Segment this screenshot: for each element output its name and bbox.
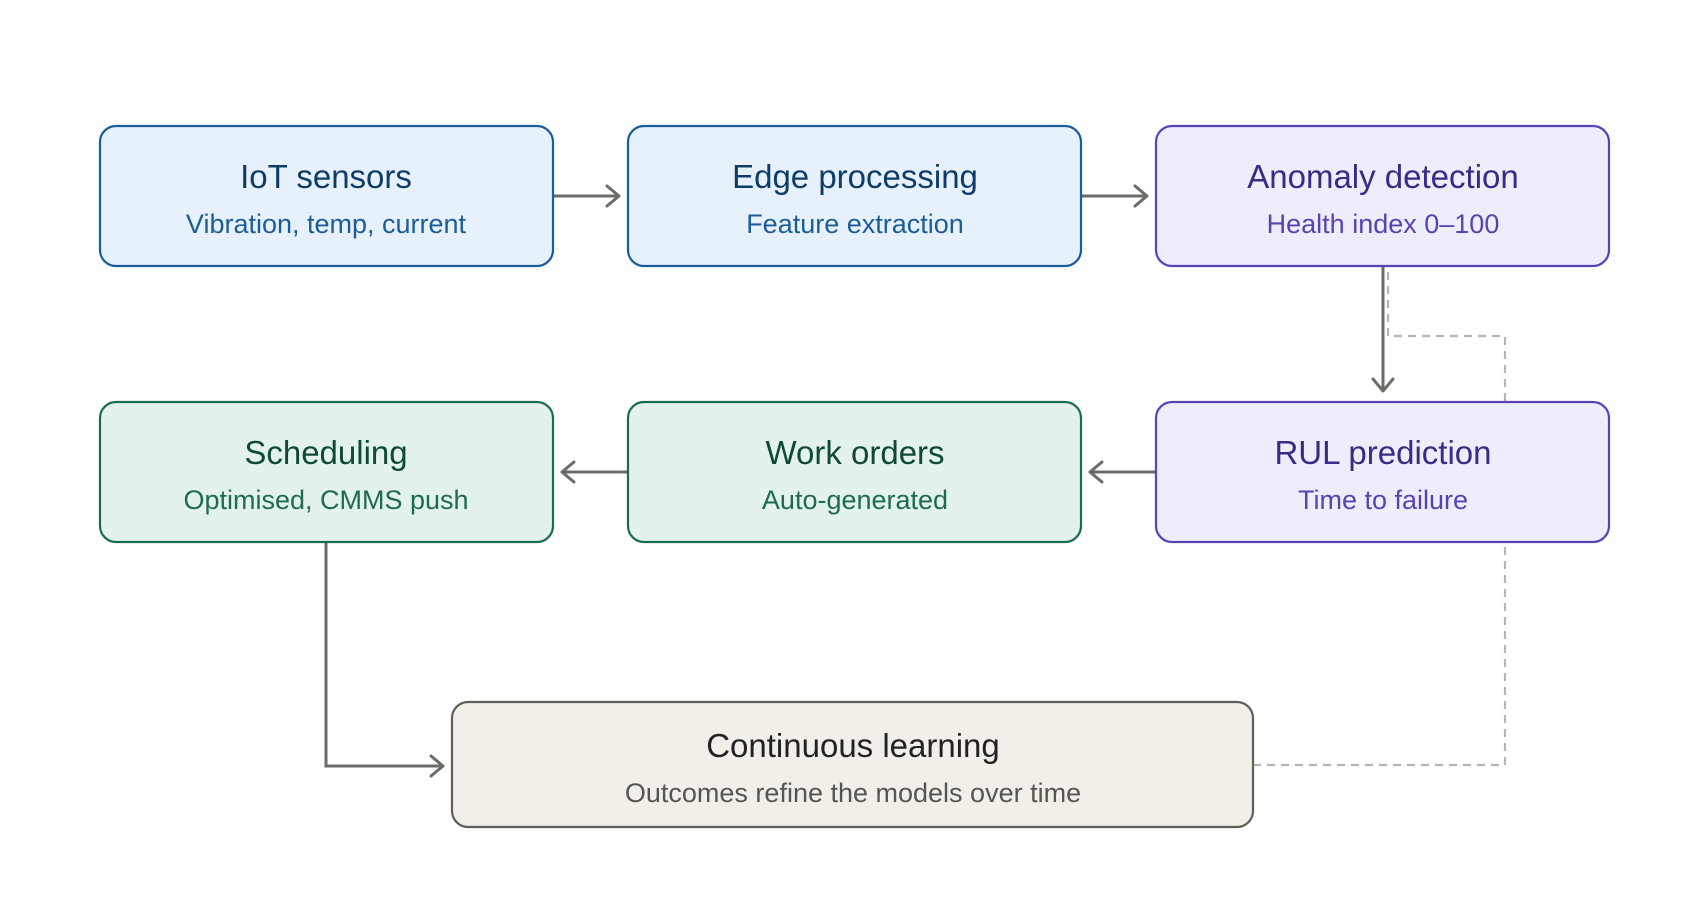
arrowhead-work-orders <box>1088 460 1104 484</box>
arrowhead-scheduling <box>560 460 576 484</box>
node-title: Anomaly detection <box>1247 158 1519 195</box>
node-scheduling: Scheduling Optimised, CMMS push <box>98 400 555 544</box>
node-title: IoT sensors <box>240 158 412 195</box>
edge-continuous-learning-to-anomaly-detection <box>1253 266 1507 767</box>
node-title: Edge processing <box>732 158 978 195</box>
node-iot-sensors: IoT sensors Vibration, temp, current <box>98 124 555 268</box>
node-subtitle: Vibration, temp, current <box>186 209 467 239</box>
node-subtitle: Outcomes refine the models over time <box>625 778 1081 808</box>
node-box <box>450 700 1255 829</box>
arrowhead-edge-processing <box>605 184 621 208</box>
node-box <box>1154 400 1611 544</box>
node-box <box>626 124 1083 268</box>
node-subtitle: Optimised, CMMS push <box>183 485 468 515</box>
arrowhead-rul-prediction <box>1371 377 1395 393</box>
node-subtitle: Health index 0–100 <box>1267 209 1500 239</box>
edges <box>324 184 1507 778</box>
arrowhead-anomaly-detection <box>1133 184 1149 208</box>
node-continuous-learning: Continuous learning Outcomes refine the … <box>450 700 1255 829</box>
node-title: Work orders <box>765 434 944 471</box>
node-anomaly-detection: Anomaly detection Health index 0–100 <box>1154 124 1611 268</box>
node-box <box>98 400 555 544</box>
node-box <box>98 124 555 268</box>
node-subtitle: Feature extraction <box>746 209 964 239</box>
node-edge-processing: Edge processing Feature extraction <box>626 124 1083 268</box>
node-subtitle: Time to failure <box>1298 485 1468 515</box>
node-title: Continuous learning <box>706 727 1000 764</box>
node-work-orders: Work orders Auto-generated <box>626 400 1083 544</box>
node-title: RUL prediction <box>1274 434 1491 471</box>
arrowhead-continuous-learning <box>429 754 445 778</box>
node-rul-prediction: RUL prediction Time to failure <box>1154 400 1611 544</box>
node-box <box>1154 124 1611 268</box>
edge-scheduling-to-continuous-learning <box>324 543 442 768</box>
node-subtitle: Auto-generated <box>762 485 948 515</box>
node-title: Scheduling <box>244 434 407 471</box>
node-box <box>626 400 1083 544</box>
